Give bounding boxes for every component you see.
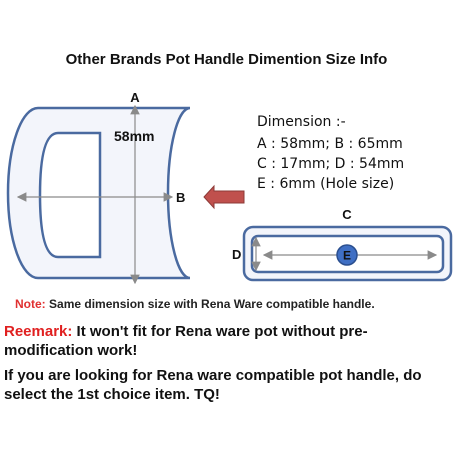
- advice-text: If you are looking for Rena ware compati…: [4, 367, 422, 403]
- hole-e-marker: [336, 244, 358, 266]
- dimension-line-cd: C : 17mm; D : 54mm: [257, 156, 405, 172]
- remark: Reemark: It won't fit for Rena ware pot …: [4, 322, 449, 360]
- label-d: D: [232, 247, 241, 262]
- label-c: C: [342, 207, 352, 222]
- dimension-line-e: E : 6mm (Hole size): [257, 176, 395, 192]
- remark-label: Reemark:: [4, 323, 73, 340]
- note: Note: Same dimension size with Rena Ware…: [15, 297, 445, 311]
- dimension-heading: Dimension :-: [257, 114, 346, 130]
- dimension-line-ab: A : 58mm; B : 65mm: [257, 136, 403, 152]
- label-b: B: [176, 190, 185, 205]
- label-e: E: [343, 249, 351, 263]
- pointer-arrow-icon: [203, 184, 245, 210]
- note-label: Note:: [15, 297, 46, 311]
- label-a-measure: 58mm: [114, 128, 154, 144]
- handle-inner-cutout: [38, 131, 102, 259]
- remark-text: It won't fit for Rena ware pot without p…: [4, 323, 368, 359]
- dimension-list: Dimension :- A : 58mm; B : 65mm C : 17mm…: [257, 112, 404, 194]
- note-text: Same dimension size with Rena Ware compa…: [49, 297, 375, 311]
- page-title: Other Brands Pot Handle Dimention Size I…: [65, 51, 388, 68]
- label-a: A: [130, 90, 140, 105]
